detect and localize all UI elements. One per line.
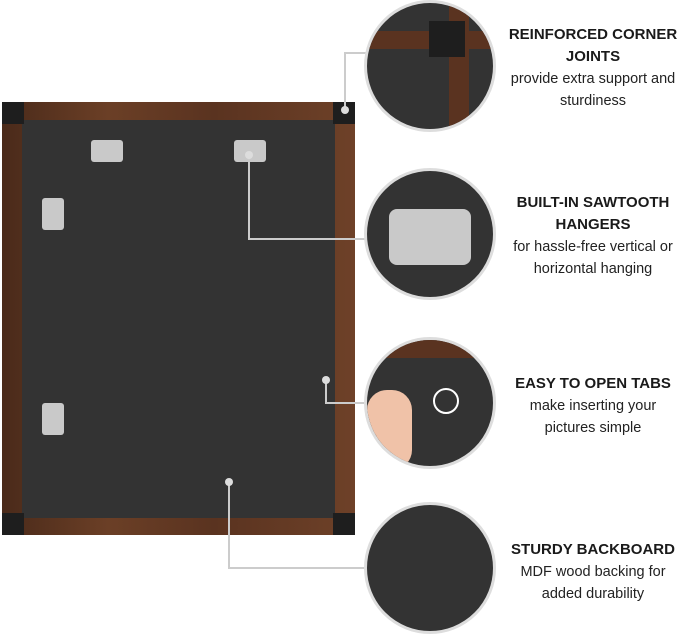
leader-line (325, 402, 366, 404)
feature-description: MDF wood backing for added durability (520, 564, 666, 602)
corner-joint (333, 513, 355, 535)
leader-line (344, 52, 346, 110)
feature-corner-joints: REINFORCED CORNER JOINTS provide extra s… (505, 24, 679, 112)
feature-title: REINFORCED CORNER JOINTS (508, 26, 678, 65)
corner-closeup (364, 0, 496, 132)
feature-description: provide extra support and sturdiness (510, 71, 676, 109)
leader-line (344, 52, 366, 54)
feature-title: STURDY BACKBOARD (511, 541, 675, 558)
leader-line (248, 155, 250, 240)
tab-closeup (364, 337, 496, 469)
feature-title: EASY TO OPEN TABS (515, 375, 671, 392)
leader-line (228, 482, 230, 569)
feature-backboard: STURDY BACKBOARD MDF wood backing for ad… (505, 539, 679, 605)
callout-dot (341, 106, 349, 114)
feature-description: for hassle-free vertical or horizontal h… (513, 239, 673, 277)
backboard-closeup (364, 502, 496, 634)
feature-hangers: BUILT-IN SAWTOOTH HANGERS for hassle-fre… (505, 192, 679, 280)
backboard (22, 120, 335, 518)
sawtooth-hanger (42, 198, 64, 230)
leader-line (325, 380, 327, 404)
callout-dot (245, 151, 253, 159)
corner-joint (2, 513, 24, 535)
leader-line (248, 238, 366, 240)
feature-title: BUILT-IN SAWTOOTH HANGERS (516, 194, 670, 233)
callout-dot (225, 478, 233, 486)
corner-joint (2, 102, 24, 124)
feature-tabs: EASY TO OPEN TABS make inserting your pi… (505, 373, 679, 439)
hanger-closeup (364, 168, 496, 300)
leader-line (228, 567, 366, 569)
sawtooth-hanger (42, 403, 64, 435)
feature-description: make inserting your pictures simple (529, 398, 657, 436)
sawtooth-hanger (91, 140, 123, 162)
callout-dot (322, 376, 330, 384)
